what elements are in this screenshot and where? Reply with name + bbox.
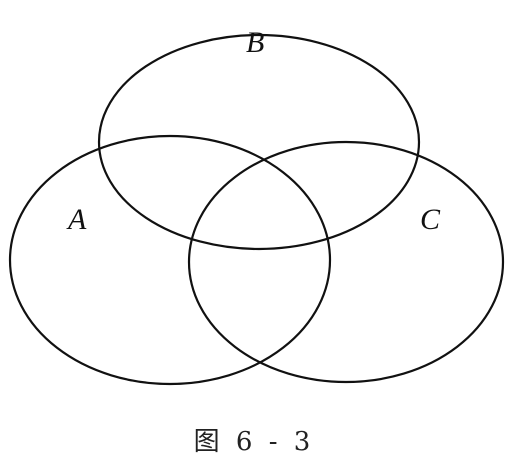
- set-c-ellipse: [187, 140, 505, 384]
- figure-caption: 图 6 - 3: [193, 427, 315, 457]
- set-b-ellipse: [97, 33, 421, 251]
- set-a-label: A: [66, 203, 87, 236]
- set-c-label: C: [420, 203, 441, 236]
- set-a-ellipse: [8, 134, 332, 386]
- set-b-label: B: [246, 26, 264, 59]
